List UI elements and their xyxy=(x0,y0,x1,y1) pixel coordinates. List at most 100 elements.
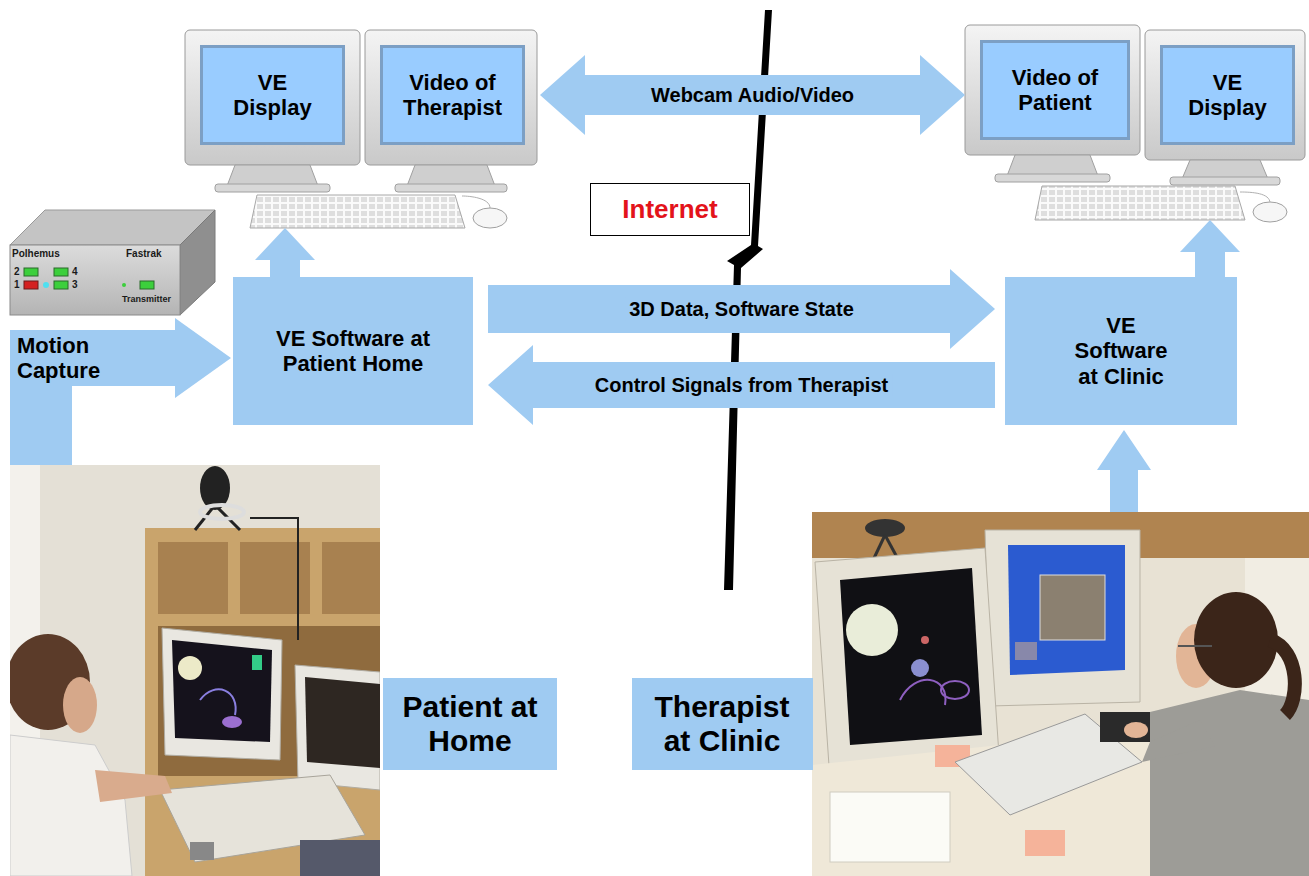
shelf xyxy=(145,528,380,876)
cubby xyxy=(158,542,228,614)
device-label: Polhemus xyxy=(12,249,60,259)
device-label: 3 xyxy=(72,280,78,290)
device-top xyxy=(10,210,215,245)
mouse-cable xyxy=(1240,192,1270,203)
webcam-ring xyxy=(200,505,244,519)
edge-label: 3D Data, Software State xyxy=(625,298,858,321)
node-text: VE Software at Clinic xyxy=(1067,313,1175,389)
mouse-cable xyxy=(462,196,490,208)
led xyxy=(24,268,38,276)
node-text: Video of Patient xyxy=(995,65,1115,116)
monitor-foot xyxy=(395,184,507,192)
monitor-bezel xyxy=(1145,30,1305,160)
patient-photo xyxy=(10,465,380,876)
monitor-screen: Video of Patient xyxy=(980,40,1130,140)
monitor-foot xyxy=(215,184,330,192)
paper xyxy=(830,792,950,862)
node-text: VE Display xyxy=(1183,70,1273,121)
network-box: Internet xyxy=(590,183,750,236)
glasses xyxy=(1178,645,1212,647)
screen xyxy=(840,568,982,745)
ponytail xyxy=(1270,640,1295,715)
cubby xyxy=(240,542,310,614)
orbit xyxy=(200,689,236,715)
device-front xyxy=(10,245,180,315)
node-text: VE Display xyxy=(228,70,318,121)
webcam xyxy=(865,519,905,537)
planet xyxy=(178,656,202,680)
mouse xyxy=(1253,202,1287,222)
device-label: 2 xyxy=(14,267,20,277)
arm xyxy=(95,770,172,802)
monitor-screen: Video of Therapist xyxy=(380,45,525,145)
shelf-opening xyxy=(158,626,380,776)
planet xyxy=(921,636,929,644)
node-text: Video of Therapist xyxy=(393,70,513,121)
blob xyxy=(941,681,969,699)
cubby xyxy=(322,542,380,614)
monitor-bezel xyxy=(365,30,537,165)
monitor-bezel xyxy=(185,30,360,165)
device-label: Fastrak xyxy=(126,249,162,259)
blob xyxy=(222,716,242,728)
monitor-stand xyxy=(1007,155,1098,176)
block-arrow xyxy=(540,55,965,135)
photo-arrow xyxy=(1097,430,1151,512)
led xyxy=(54,268,68,276)
arm xyxy=(1142,720,1215,762)
node-text: Internet xyxy=(622,195,717,225)
monitor-stand xyxy=(1182,160,1268,179)
therapist-photo xyxy=(812,512,1309,876)
block-arrow xyxy=(1180,220,1240,277)
mouse xyxy=(473,208,507,228)
monitor-screen: VE Display xyxy=(1160,45,1295,145)
monitor-screen: VE Display xyxy=(200,45,345,145)
edge-label: Webcam Audio/Video xyxy=(647,84,858,107)
device-label: 1 xyxy=(14,280,20,290)
hair xyxy=(1194,592,1278,688)
monitor-bezel xyxy=(965,25,1140,155)
block-arrow xyxy=(488,269,995,349)
mouse-pad xyxy=(300,840,380,876)
screen xyxy=(1008,545,1125,675)
led xyxy=(140,281,154,289)
device-side xyxy=(180,210,215,315)
monitor xyxy=(985,530,1140,706)
edge-label: Control Signals from Therapist xyxy=(591,374,892,397)
cable xyxy=(250,518,298,640)
planet xyxy=(846,604,898,656)
node-text: Patient at Home xyxy=(395,690,545,759)
planet xyxy=(911,659,929,677)
led xyxy=(43,282,49,288)
hand xyxy=(1124,722,1148,738)
monitor-foot xyxy=(1170,177,1280,185)
led xyxy=(122,283,126,287)
block-arrow xyxy=(488,345,995,425)
tracker-device: Polhemus Fastrak 2 4 1 3Transmitter xyxy=(10,245,180,315)
monitor xyxy=(295,665,380,790)
node-text: Therapist at Clinic xyxy=(640,690,805,759)
orbit xyxy=(900,680,945,705)
monitor-foot xyxy=(995,174,1110,182)
wall xyxy=(812,512,1309,876)
keyboard xyxy=(250,195,465,228)
video-image xyxy=(1040,575,1105,640)
led xyxy=(54,281,68,289)
software-box: VE Software at Clinic xyxy=(1005,277,1237,425)
motion-capture-arrow xyxy=(10,318,231,465)
arrow-label: Motion Capture xyxy=(17,333,117,384)
photo-caption-box: Therapist at Clinic xyxy=(632,678,813,770)
device-label: 4 xyxy=(72,267,78,277)
sensor xyxy=(190,842,214,860)
shirt xyxy=(10,735,132,876)
monitor-stand xyxy=(407,165,495,186)
device-label: Transmitter xyxy=(122,295,171,304)
keyboard xyxy=(1035,186,1245,220)
block-arrow xyxy=(255,228,315,277)
monitor xyxy=(162,628,282,760)
sticky-note xyxy=(1025,830,1065,856)
monitor-stand xyxy=(227,165,318,186)
